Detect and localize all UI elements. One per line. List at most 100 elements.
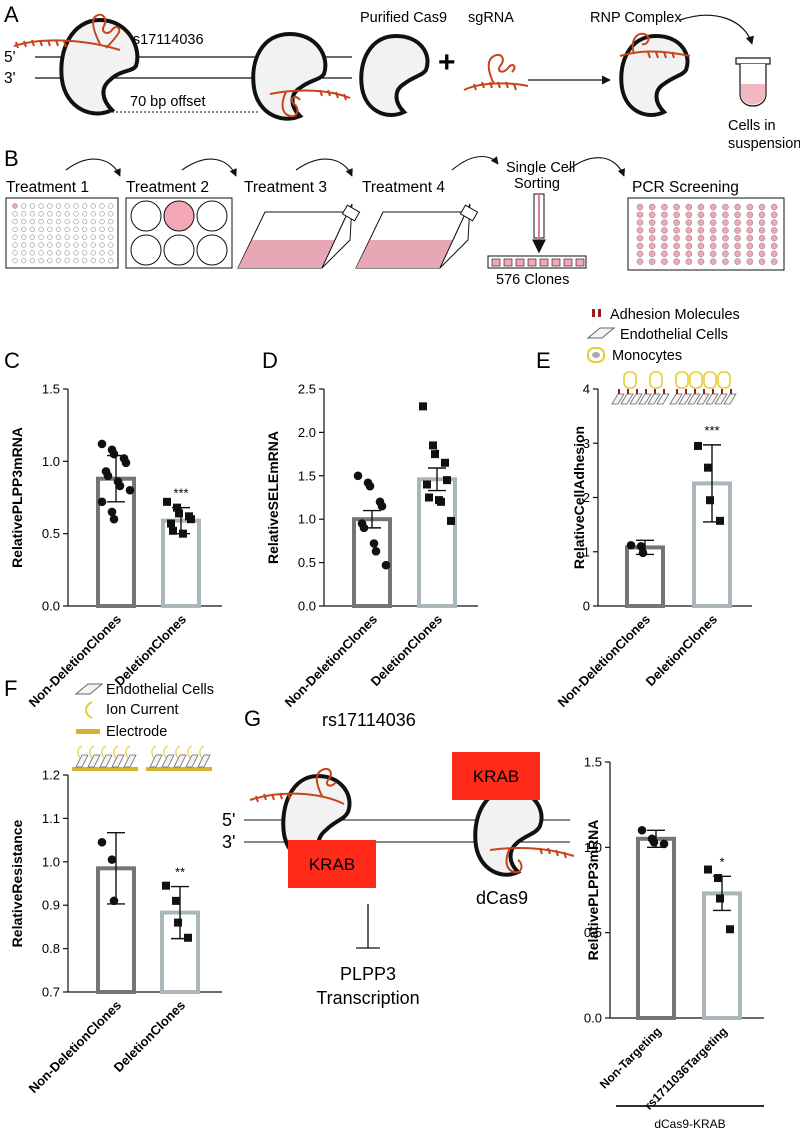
electrode [72, 767, 138, 771]
well [770, 219, 778, 226]
well [697, 219, 705, 226]
panel-b: B Treatment 1 Treatment 2 Treatment 3 Tr… [4, 146, 785, 288]
well [38, 250, 44, 256]
g-sgrna-left-icon [249, 768, 345, 805]
well [38, 257, 44, 264]
panel-label-c: C [4, 348, 20, 373]
adhesion-molecule [694, 389, 696, 394]
data-point [109, 896, 119, 906]
well [758, 234, 766, 242]
offset-label: 70 bp offset [130, 94, 206, 110]
endothelial-cell-icon-f [74, 683, 104, 695]
data-point [437, 497, 445, 506]
y-tick-label: 0.0 [298, 599, 316, 614]
category-label: DeletionClones [368, 612, 446, 690]
well [99, 203, 105, 209]
well [722, 219, 729, 226]
well [770, 242, 778, 250]
well [64, 250, 70, 256]
well [73, 242, 79, 248]
well [55, 250, 62, 256]
y-tick-label: 4 [583, 382, 590, 397]
endothelial-cell [185, 754, 199, 768]
chart-c: 0.00.51.01.5RelativePLPP3mRNANon-Deletio… [9, 382, 222, 710]
endothelial-cell [687, 393, 701, 405]
significance-label: *** [173, 486, 188, 501]
data-point [649, 837, 659, 847]
rnp-label: RNP Complex [590, 10, 682, 26]
treatment-2-label: Treatment 2 [126, 179, 209, 196]
category-label: Non-DeletionClones [282, 612, 380, 710]
data-point [443, 476, 451, 485]
data-point [187, 515, 195, 524]
plate-6-wells [130, 200, 228, 266]
data-point [637, 825, 647, 835]
flask-t3-icon [237, 203, 361, 269]
endothelial-cell [714, 393, 728, 405]
well [55, 234, 62, 240]
sgrna-left-icon [13, 13, 121, 51]
pcr-plate-wells [636, 203, 778, 265]
sorter-nozzle-icon [532, 193, 546, 254]
adhesion-molecule [730, 389, 732, 394]
panel-label-f: F [4, 676, 17, 701]
well [709, 258, 717, 265]
krab-left-box [288, 840, 376, 888]
rnp-cas9-icon [619, 33, 690, 117]
well [12, 211, 18, 217]
well [47, 242, 53, 248]
well [90, 226, 96, 233]
adhesion-molecule [685, 389, 687, 394]
well [12, 226, 18, 233]
data-point [371, 547, 381, 556]
panel-label-e: E [536, 348, 551, 373]
ion-current [163, 745, 169, 759]
ion-current [101, 745, 107, 759]
plate-96-pcr [627, 197, 785, 271]
data-point [353, 471, 363, 481]
endothelial-cell [723, 393, 737, 405]
well [99, 226, 105, 233]
well [64, 242, 70, 248]
data-point [163, 497, 171, 506]
well [55, 257, 62, 264]
treatment-1-label: Treatment 1 [6, 179, 89, 196]
significance-label: *** [704, 423, 719, 438]
well [90, 250, 96, 256]
well [12, 203, 18, 209]
data-point [162, 881, 170, 890]
well [12, 257, 18, 264]
data-point [125, 485, 135, 495]
sorting-label-2: Sorting [514, 176, 560, 192]
well [64, 203, 70, 209]
well [685, 242, 693, 250]
well [636, 250, 644, 258]
chart-e: 01234RelativeCellAdhesionNon-DeletionClo… [555, 382, 752, 710]
well [673, 234, 680, 242]
well [38, 242, 44, 248]
strand-label-5: 5' [4, 49, 16, 66]
well [73, 234, 79, 240]
data-point [175, 509, 183, 518]
well [697, 258, 705, 265]
flask-t4-icon [355, 203, 479, 269]
adhesion-molecule [618, 389, 620, 394]
cas9-right-icon [251, 31, 328, 121]
monocyte [675, 371, 689, 389]
well [770, 258, 778, 265]
well [758, 203, 766, 211]
data-point [429, 441, 437, 450]
data-point [97, 439, 107, 449]
well [99, 211, 105, 217]
well [758, 227, 766, 234]
well [108, 234, 114, 240]
endothelial-cell [173, 754, 187, 768]
well [90, 203, 96, 209]
well [636, 219, 644, 226]
well [47, 203, 53, 209]
well [29, 211, 36, 217]
endothelial-cell [669, 393, 683, 405]
electrode-icon [76, 729, 100, 734]
well [648, 250, 656, 258]
g-strand-label-3: 3' [222, 832, 235, 852]
